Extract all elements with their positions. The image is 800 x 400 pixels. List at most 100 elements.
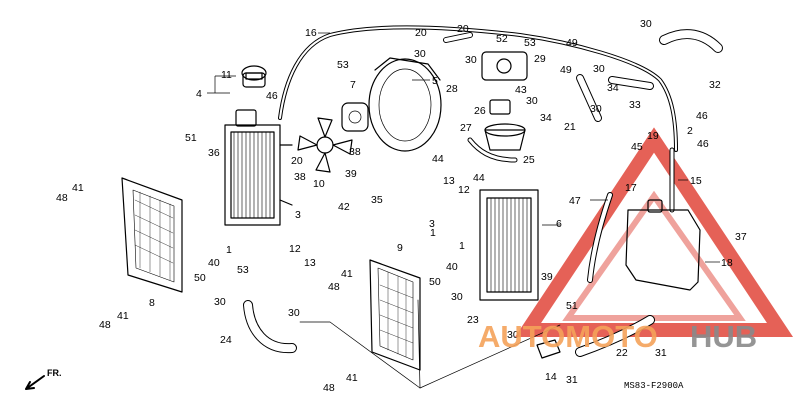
callout-49: 49 [566,37,578,49]
callout-39: 39 [541,271,553,283]
callout-32: 32 [709,79,721,91]
callout-53: 53 [524,37,536,49]
callout-18: 18 [721,257,733,269]
callout-20: 20 [457,23,469,35]
callout-24: 24 [220,334,232,346]
callout-22: 22 [616,347,628,359]
callout-37: 37 [735,231,747,243]
callout-21: 21 [564,121,576,133]
callout-48: 48 [56,192,68,204]
callout-45: 45 [631,141,643,153]
callout-44: 44 [473,172,485,184]
callout-36: 36 [208,147,220,159]
watermark-text-primary: AUTOMOTO [478,319,658,354]
callout-30: 30 [590,103,602,115]
callout-7: 7 [350,79,356,91]
callout-49: 49 [560,64,572,76]
callout-31: 31 [566,374,578,386]
callout-31: 31 [655,347,667,359]
direction-label: FR. [47,368,62,378]
callout-16: 16 [305,27,317,39]
reserve-tank [625,199,701,291]
watermark-text-secondary: HUB [690,319,757,354]
callout-40: 40 [446,261,458,273]
callout-labels: 16 30 20 20 30 52 30 53 49 29 49 53 5 11… [56,18,747,394]
callout-48: 48 [99,319,111,331]
right-radiator [479,189,539,301]
callout-34: 34 [540,112,552,124]
callout-30: 30 [507,329,519,341]
callout-9: 9 [397,242,403,254]
left-radiator [224,72,293,226]
callout-51: 51 [185,132,197,144]
callout-46: 46 [696,110,708,122]
callout-41: 41 [346,372,358,384]
callout-47: 47 [569,195,581,207]
callout-4: 4 [196,88,202,100]
callout-26: 26 [474,105,486,117]
callout-50: 50 [194,272,206,284]
callout-50: 50 [429,276,441,288]
fan-shroud [368,57,442,152]
part-code: MS83-F2900A [624,381,684,391]
callout-38: 38 [294,171,306,183]
callout-53: 53 [337,59,349,71]
direction-arrow-icon [25,375,45,390]
callout-38: 38 [349,146,361,158]
callout-6: 6 [556,218,562,230]
callout-48: 48 [323,382,335,394]
callout-25: 25 [523,154,535,166]
callout-2: 2 [687,125,693,137]
callout-41: 41 [117,310,129,322]
callout-5: 5 [432,75,438,87]
callout-30: 30 [414,48,426,60]
callout-14: 14 [545,371,557,383]
callout-43: 43 [515,84,527,96]
callout-30: 30 [451,291,463,303]
callout-8: 8 [149,297,155,309]
callout-42: 42 [338,201,350,213]
callout-23: 23 [467,314,479,326]
callout-30: 30 [593,63,605,75]
callout-41: 41 [341,268,353,280]
callout-30: 30 [640,18,652,30]
callout-51: 51 [566,300,578,312]
watermark-text: AUTOMOTO HUB [478,319,757,354]
callout-20: 20 [291,155,303,167]
water-joint [536,339,561,359]
callout-39: 39 [345,168,357,180]
left-grille [121,177,183,293]
callout-13: 13 [443,175,455,187]
callout-34: 34 [607,82,619,94]
callout-28: 28 [446,83,458,95]
callout-30: 30 [526,95,538,107]
cooling-fan [297,102,369,173]
callout-46: 46 [266,90,278,102]
callout-1: 1 [459,240,465,252]
callout-30: 30 [214,296,226,308]
callout-48: 48 [328,281,340,293]
callout-44: 44 [432,153,444,165]
callout-17: 17 [625,182,637,194]
callout-27: 27 [460,122,472,134]
callout-35: 35 [371,194,383,206]
radiator-cap [241,65,267,81]
callout-1: 1 [226,244,232,256]
callout-30: 30 [288,307,300,319]
callout-1: 1 [430,227,436,239]
callout-13: 13 [304,257,316,269]
callout-52: 52 [496,33,508,45]
callout-12: 12 [458,184,470,196]
callout-15: 15 [690,175,702,187]
callout-46: 46 [697,138,709,150]
callout-40: 40 [208,257,220,269]
callout-30: 30 [465,54,477,66]
thermostat-housing [481,51,528,151]
callout-12: 12 [289,243,301,255]
callout-20: 20 [415,27,427,39]
callout-41: 41 [72,182,84,194]
callout-10: 10 [313,178,325,190]
callout-53: 53 [237,264,249,276]
callout-3: 3 [429,218,435,230]
